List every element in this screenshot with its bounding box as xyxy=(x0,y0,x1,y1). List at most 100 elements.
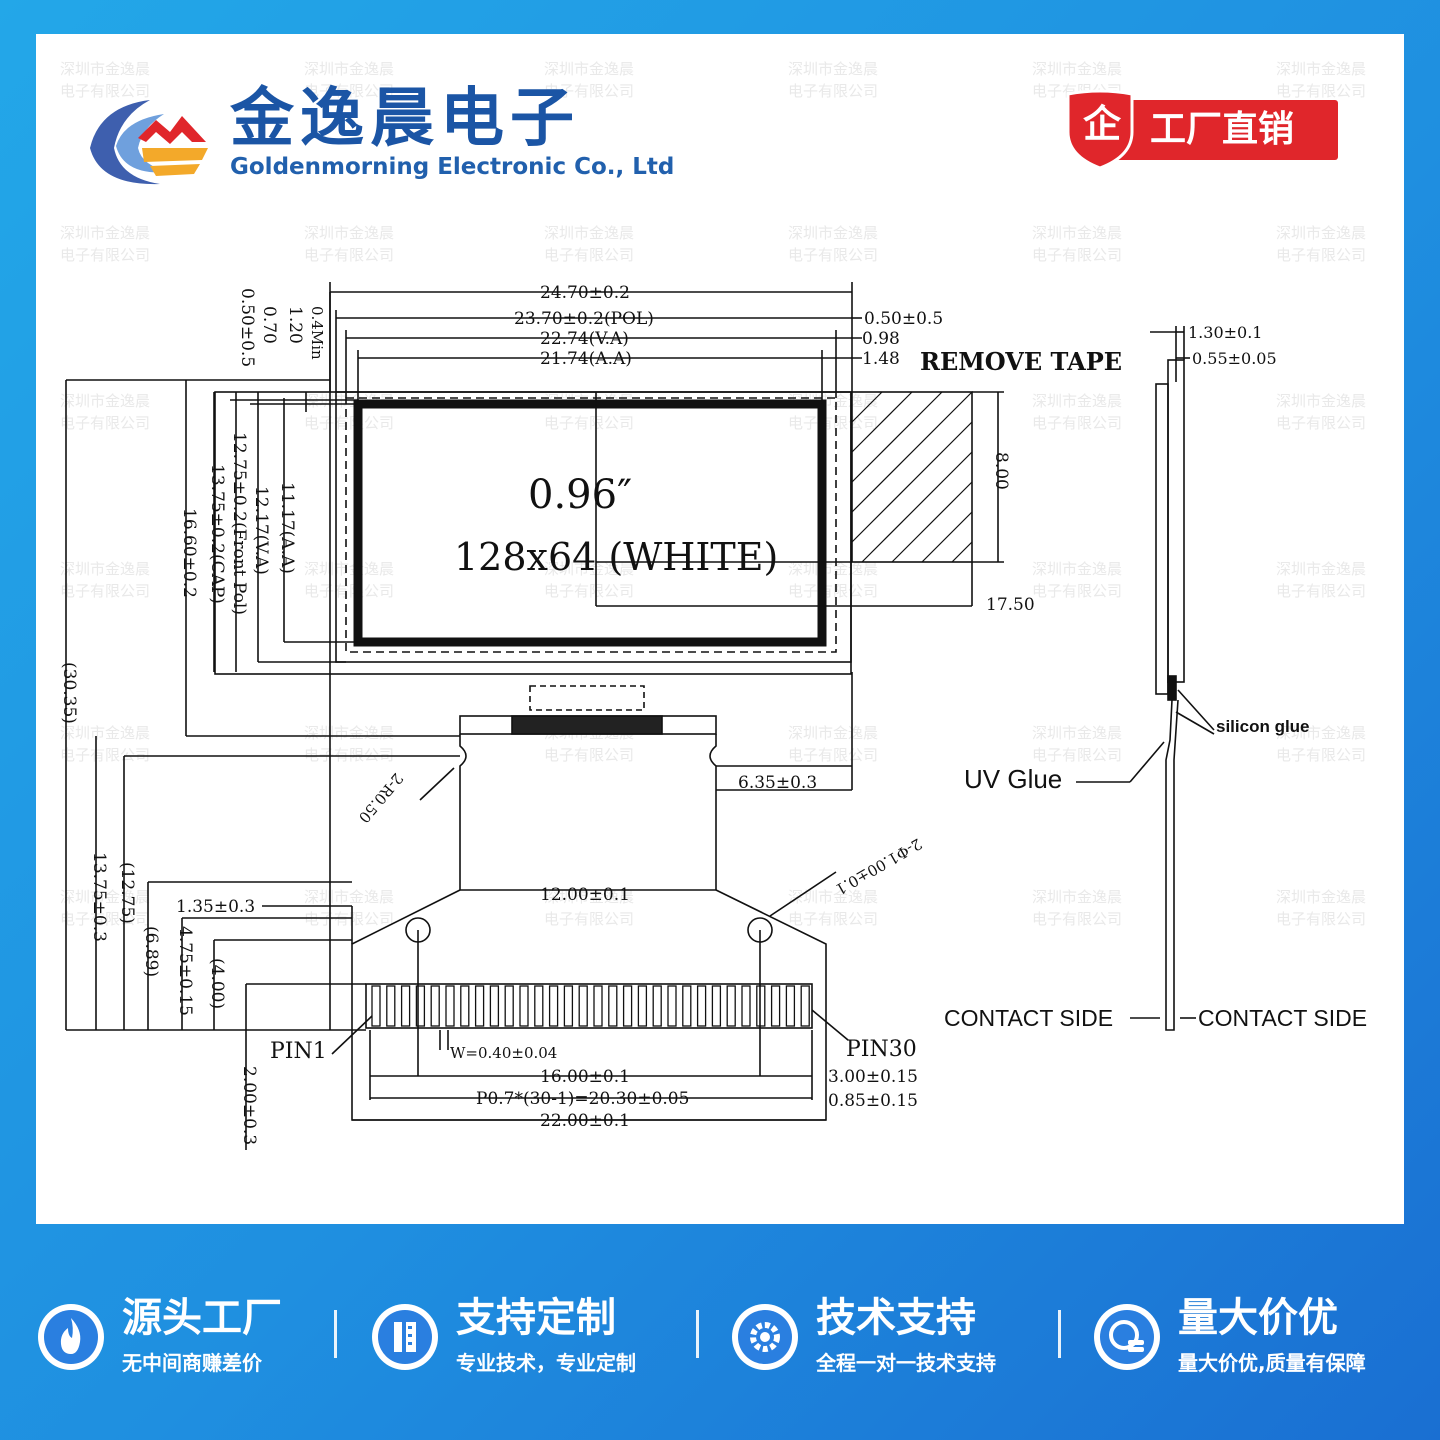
watermark-text: 深圳市金逸晨电子有限公司 xyxy=(1032,888,1123,928)
silicon-glue-label: silicon glue xyxy=(1216,717,1310,736)
gear-icon xyxy=(732,1304,798,1370)
dim-16-00: 16.00±0.1 xyxy=(540,1067,630,1087)
pin30-label: PIN30 xyxy=(846,1037,917,1062)
vdim-13-75b: 13.75±0.3 xyxy=(89,852,109,942)
fpc-pin xyxy=(534,985,544,1027)
watermark-text: 深圳市金逸晨电子有限公司 xyxy=(1032,224,1123,264)
vdim-13-75: 13.75±0.2(CAP) xyxy=(207,464,227,604)
uv-glue-label: UV Glue xyxy=(964,764,1062,794)
aa-frame xyxy=(353,399,827,647)
badge-text: 工厂直销 xyxy=(1150,109,1295,150)
fpc-dense xyxy=(511,715,663,735)
radius-r50: 2-R0.50 xyxy=(355,769,407,826)
vdim-6-89: (6.89) xyxy=(141,926,161,977)
side-1-30: 1.30±0.1 xyxy=(1188,323,1262,342)
display-size: 0.96″ xyxy=(528,472,632,518)
ic-dashed xyxy=(529,685,645,711)
fpc-pin xyxy=(800,985,810,1027)
fpc-pin xyxy=(726,985,736,1027)
badge-icon: 企 xyxy=(1082,102,1121,146)
fpc-pin xyxy=(445,985,455,1027)
side-cover xyxy=(1167,359,1185,683)
dim-0-98: 0.98 xyxy=(862,329,900,349)
fpc-pin xyxy=(711,985,722,1027)
dim-22-74: 22.74(V.A) xyxy=(540,329,629,349)
vdim-0-50: 0.50±0.5 xyxy=(237,288,257,367)
fpc-pin xyxy=(460,985,470,1027)
watermark-text: 深圳市金逸晨电子有限公司 xyxy=(304,724,395,764)
ruler-icon xyxy=(372,1304,438,1370)
fpc-pin xyxy=(386,985,396,1027)
display-resolution: 128x64 (WHITE) xyxy=(454,535,778,579)
feature-subtitle: 专业技术，专业定制 xyxy=(456,1351,636,1375)
watermark-text: 深圳市金逸晨电子有限公司 xyxy=(788,224,879,264)
dim-21-74: 21.74(A.A) xyxy=(540,349,632,369)
watermark-text: 深圳市金逸晨电子有限公司 xyxy=(1032,724,1123,764)
watermark-text: 深圳市金逸晨电子有限公司 xyxy=(1032,560,1123,600)
technical-drawing: 24.70±0.2 23.70±0.2(POL) 22.74(V.A) 21.7… xyxy=(59,282,1367,1150)
watermark-text: 深圳市金逸晨电子有限公司 xyxy=(788,60,879,100)
side-glass xyxy=(1155,383,1169,695)
watermark-text: 深圳市金逸晨电子有限公司 xyxy=(1276,888,1367,928)
vdim-8-00: 8.00 xyxy=(991,452,1011,490)
dim-pitch: P0.7*(30-1)=20.30±0.05 xyxy=(476,1089,689,1109)
watermark-text: 深圳市金逸晨电子有限公司 xyxy=(1276,60,1367,100)
feature-title: 技术支持 xyxy=(816,1295,976,1341)
fpc-pin xyxy=(504,985,514,1027)
fpc-pin xyxy=(593,985,603,1027)
feature-title: 支持定制 xyxy=(456,1295,616,1341)
vdim-0-70: 0.70 xyxy=(259,306,279,344)
fpc-pin xyxy=(770,985,781,1027)
dim-1-48: 1.48 xyxy=(862,349,900,369)
watermark-text: 深圳市金逸晨电子有限公司 xyxy=(304,888,395,928)
watermark-text: 深圳市金逸晨电子有限公司 xyxy=(1276,224,1367,264)
contact-side-left: CONTACT SIDE xyxy=(944,1005,1113,1031)
watermark-text: 深圳市金逸晨电子有限公司 xyxy=(1032,392,1123,432)
dim-17-50: 17.50 xyxy=(986,595,1035,615)
dim-6-35: 6.35±0.3 xyxy=(738,773,817,793)
pol-outline xyxy=(335,391,852,663)
fpc-pin xyxy=(622,985,633,1027)
flame-icon xyxy=(38,1304,104,1370)
dim-23-70: 23.70±0.2(POL) xyxy=(514,309,654,329)
company-name-cn: 金逸晨电子 xyxy=(230,82,580,156)
watermark-text: 深圳市金逸晨电子有限公司 xyxy=(60,392,151,432)
vdim-4-00: (4.00) xyxy=(207,958,227,1009)
pin-strip xyxy=(365,983,813,1029)
drawing-panel: 深圳市金逸晨电子有限公司深圳市金逸晨电子有限公司深圳市金逸晨电子有限公司深圳市金… xyxy=(36,34,1404,1224)
coins-icon xyxy=(1094,1304,1160,1370)
feature-subtitle: 量大价优,质量有保障 xyxy=(1178,1351,1366,1375)
fpc-pin xyxy=(430,985,440,1027)
watermark-text: 深圳市金逸晨电子有限公司 xyxy=(788,560,879,600)
watermark-text: 深圳市金逸晨电子有限公司 xyxy=(304,560,395,600)
dim-12-00: 12.00±0.1 xyxy=(540,885,630,905)
contact-side-right: CONTACT SIDE xyxy=(1198,1005,1367,1031)
company-name-en: Goldenmorning Electronic Co., Ltd xyxy=(230,154,675,180)
radius-r100: 2-Φ1.00±0.1 xyxy=(832,835,925,899)
vdim-16-60: 16.60±0.2 xyxy=(179,508,199,598)
watermark-text: 深圳市金逸晨电子有限公司 xyxy=(60,224,151,264)
vdim-1-20: 1.20 xyxy=(285,306,305,344)
remove-tape xyxy=(851,391,973,563)
dim-1-35: 1.35±0.3 xyxy=(176,897,255,917)
vdim-30-35: (30.35) xyxy=(59,662,79,724)
remove-tape-label: REMOVE TAPE xyxy=(920,347,1122,376)
fpc-pin xyxy=(637,985,648,1027)
vdim-11-17: 11.17(A.A) xyxy=(277,482,297,574)
fpc-pin xyxy=(578,985,588,1027)
fpc-pin xyxy=(400,985,411,1027)
factory-direct-badge xyxy=(1066,89,1338,170)
company-logo-icon xyxy=(90,100,208,185)
vdim-0-4min: 0.4Min xyxy=(308,306,326,360)
fpc-pin xyxy=(474,985,485,1027)
feature-subtitle: 全程一对一技术支持 xyxy=(816,1351,996,1375)
vdim-12-75: 12.75±0.2(Front Pol) xyxy=(229,432,249,615)
watermark-text: 深圳市金逸晨电子有限公司 xyxy=(60,60,151,100)
fpc-pin xyxy=(489,985,500,1027)
va-outline xyxy=(345,397,837,653)
watermark-text: 深圳市金逸晨电子有限公司 xyxy=(304,224,395,264)
divider xyxy=(1058,1310,1061,1358)
watermark-text: 深圳市金逸晨电子有限公司 xyxy=(1276,392,1367,432)
pin1-label: PIN1 xyxy=(270,1039,327,1064)
fpc-pin xyxy=(415,985,426,1027)
